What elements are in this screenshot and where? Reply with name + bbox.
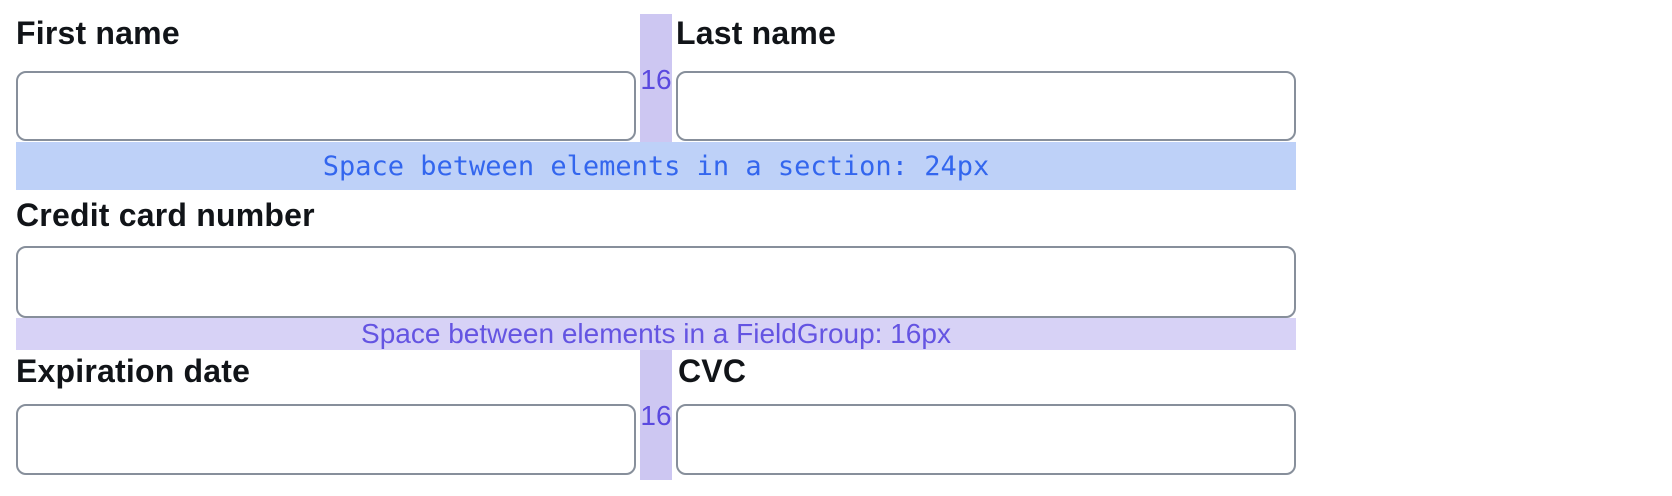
credit-card-label: Credit card number	[16, 197, 315, 233]
column-gap-highlight-row1: 16	[640, 14, 672, 142]
fieldgroup-gap-label: Space between elements in a FieldGroup: …	[361, 318, 951, 349]
first-name-label: First name	[16, 15, 180, 51]
column-gap-value-row2: 16	[640, 400, 672, 431]
column-gap-highlight-row2: 16	[640, 350, 672, 480]
fieldgroup-gap-highlight: Space between elements in a FieldGroup: …	[16, 318, 1296, 350]
expiration-input[interactable]	[16, 404, 636, 475]
last-name-input[interactable]	[676, 71, 1296, 141]
expiration-label: Expiration date	[16, 353, 251, 389]
cvc-input[interactable]	[676, 404, 1296, 475]
column-gap-value-row1: 16	[640, 64, 672, 95]
credit-card-input[interactable]	[16, 246, 1296, 318]
last-name-label: Last name	[676, 15, 837, 51]
cvc-label: CVC	[678, 353, 747, 389]
first-name-input[interactable]	[16, 71, 636, 141]
section-gap-label: Space between elements in a section: 24p…	[322, 150, 990, 182]
section-gap-highlight: Space between elements in a section: 24p…	[16, 142, 1296, 190]
